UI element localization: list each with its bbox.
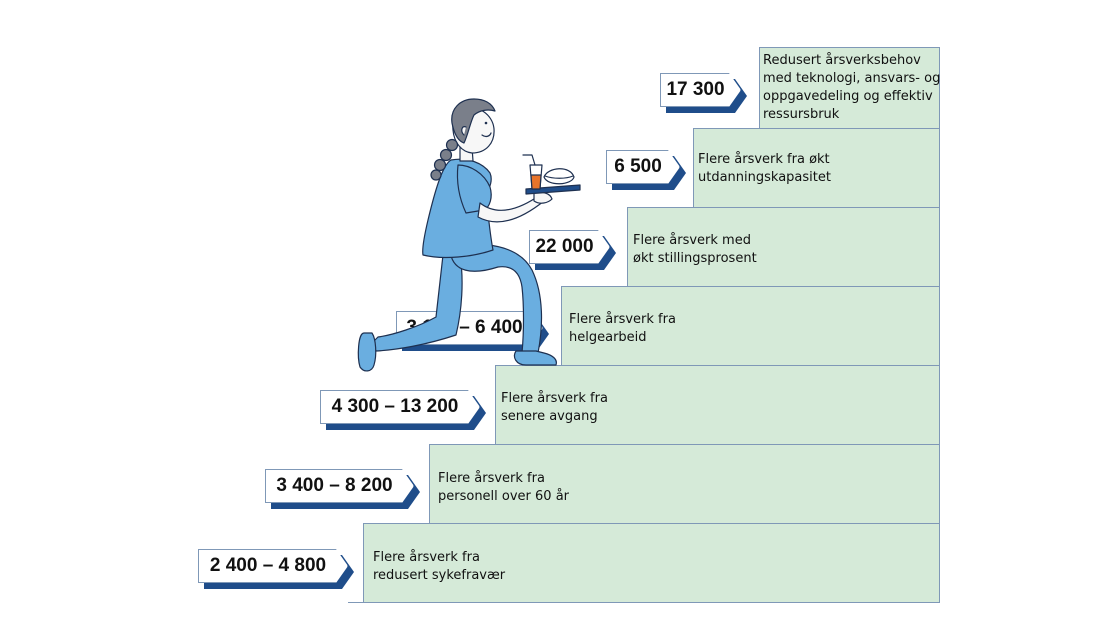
step-5-label-line-2: økt stillingsprosent: [633, 251, 757, 266]
step-2-label-line-2: personell over 60 år: [438, 489, 570, 504]
step-3-label-line-2: senere avgang: [501, 409, 598, 424]
value-tag-2: 3 400 – 8 200: [265, 469, 414, 503]
step-1-label-line-1: Flere årsverk fra: [373, 550, 480, 565]
value-tag-5-text: 22 000: [535, 236, 594, 257]
step-5-label-line-1: Flere årsverk med: [633, 233, 751, 248]
step-7: Redusert årsverksbehov med teknologi, an…: [759, 47, 940, 129]
value-tag-2-text: 3 400 – 8 200: [276, 475, 393, 496]
step-4: Flere årsverk fra helgearbeid: [561, 286, 940, 366]
step-1: Flere årsverk fra redusert sykefravær: [363, 523, 940, 603]
step-2-label-line-1: Flere årsverk fra: [438, 471, 545, 486]
value-tag-3-text: 4 300 – 13 200: [331, 396, 459, 417]
value-tag-1-text: 2 400 – 4 800: [209, 555, 327, 576]
step-3-label-line-1: Flere årsverk fra: [501, 391, 608, 406]
baseline: [348, 602, 940, 603]
step-6: Flere årsverk fra økt utdanningskapasite…: [693, 128, 940, 208]
step-2: Flere årsverk fra personell over 60 år: [429, 444, 940, 524]
value-tag-1: 2 400 – 4 800: [198, 549, 348, 583]
step-6-label-line-2: utdanningskapasitet: [698, 170, 831, 185]
step-7-label-line-3: oppgavedeling og effektiv: [763, 89, 933, 104]
value-tag-7-text: 17 300: [666, 79, 725, 100]
step-1-label-line-2: redusert sykefravær: [373, 568, 506, 583]
step-7-label-line-4: ressursbruk: [763, 107, 840, 122]
step-7-label-line-1: Redusert årsverksbehov: [763, 53, 921, 68]
step-7-label-line-2: med teknologi, ansvars- og: [763, 71, 941, 86]
value-tag-5: 22 000: [529, 230, 610, 264]
step-4-label-line-1: Flere årsverk fra: [569, 312, 676, 327]
step-4-label-line-2: helgearbeid: [569, 330, 647, 345]
step-3: Flere årsverk fra senere avgang: [495, 365, 940, 445]
nurse-carrying-tray-icon: [357, 98, 581, 372]
step-5: Flere årsverk med økt stillingsprosent: [627, 207, 940, 287]
value-tag-6-text: 6 500: [614, 156, 662, 177]
value-tag-7: 17 300: [660, 73, 741, 107]
value-tag-3: 4 300 – 13 200: [320, 390, 480, 424]
step-6-label-line-1: Flere årsverk fra økt: [698, 152, 830, 167]
value-tag-6: 6 500: [606, 150, 680, 184]
